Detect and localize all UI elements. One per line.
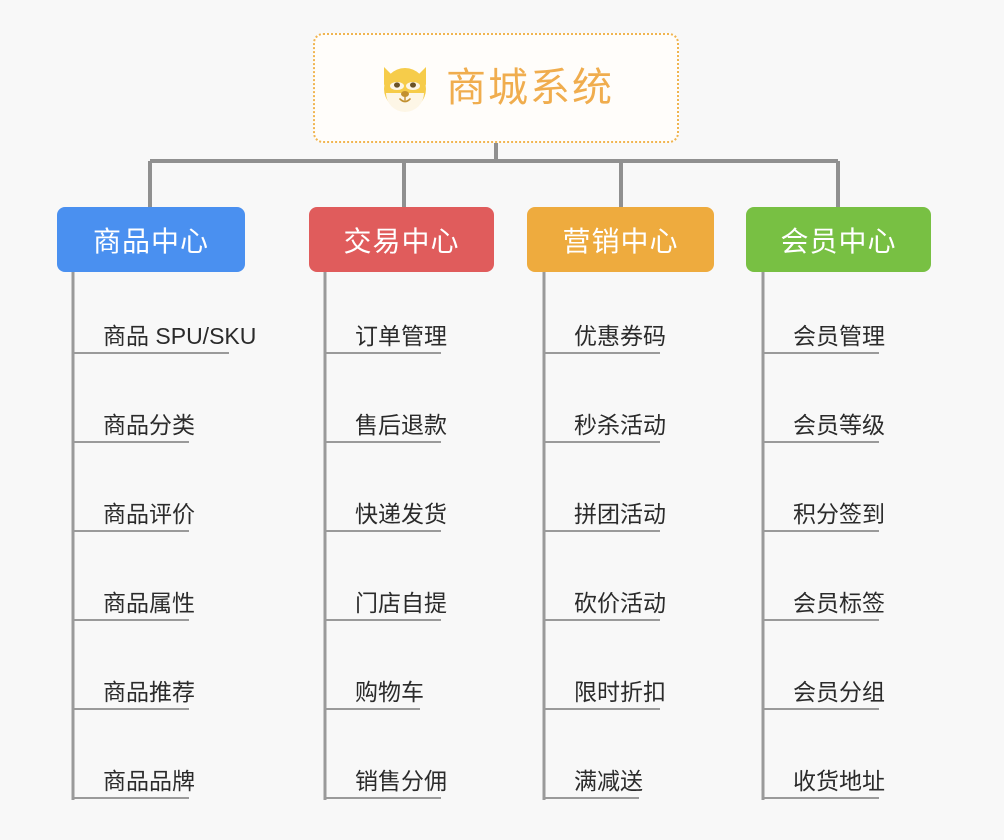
- leaf-item[interactable]: 秒杀活动: [544, 409, 666, 443]
- leaf-item[interactable]: 积分签到: [763, 498, 885, 532]
- leaf-item-label: 销售分佣: [355, 768, 447, 794]
- leaf-item[interactable]: 商品评价: [73, 498, 195, 532]
- leaf-item-label: 商品品牌: [103, 768, 195, 794]
- leaf-item-label: 商品推荐: [103, 679, 195, 705]
- leaf-item[interactable]: 门店自提: [325, 587, 447, 621]
- category-box-2[interactable]: 交易中心: [309, 207, 494, 272]
- leaf-item-label: 订单管理: [355, 323, 447, 349]
- leaf-item-label: 商品属性: [103, 590, 195, 616]
- leaf-item-label: 拼团活动: [574, 501, 666, 527]
- leaf-item-label: 购物车: [355, 679, 424, 705]
- leaf-item-label: 快递发货: [355, 501, 447, 527]
- leaf-item[interactable]: 商品 SPU/SKU: [73, 320, 256, 354]
- leaf-item-label: 秒杀活动: [574, 412, 666, 438]
- leaf-item[interactable]: 会员管理: [763, 320, 885, 354]
- leaf-item-label: 会员等级: [793, 412, 885, 438]
- leaf-item[interactable]: 快递发货: [325, 498, 447, 532]
- leaf-item[interactable]: 购物车: [325, 676, 424, 710]
- leaf-item[interactable]: 销售分佣: [325, 765, 447, 799]
- leaf-item[interactable]: 满减送: [544, 765, 643, 799]
- category-box-4[interactable]: 会员中心: [746, 207, 931, 272]
- leaf-item[interactable]: 商品分类: [73, 409, 195, 443]
- root-title: 商城系统: [446, 66, 614, 110]
- root-node[interactable]: 商城系统: [313, 33, 679, 143]
- category-box-1[interactable]: 商品中心: [57, 207, 245, 272]
- leaf-item-label: 商品 SPU/SKU: [103, 323, 257, 349]
- leaf-item[interactable]: 商品属性: [73, 587, 195, 621]
- leaf-item-label: 砍价活动: [574, 590, 666, 616]
- category-label: 商品中心: [92, 225, 209, 257]
- category-label: 交易中心: [343, 225, 460, 257]
- leaf-item[interactable]: 会员分组: [763, 676, 885, 710]
- leaf-item-label: 商品分类: [103, 412, 195, 438]
- category-label: 营销中心: [562, 225, 679, 257]
- category-box-3[interactable]: 营销中心: [527, 207, 714, 272]
- leaf-item-label: 优惠券码: [574, 323, 666, 349]
- leaf-item[interactable]: 售后退款: [325, 409, 447, 443]
- leaf-item[interactable]: 商品品牌: [73, 765, 195, 799]
- leaf-item-label: 会员管理: [793, 323, 885, 349]
- leaf-item-label: 会员标签: [793, 590, 885, 616]
- leaf-item[interactable]: 砍价活动: [544, 587, 666, 621]
- leaf-item[interactable]: 收货地址: [763, 765, 885, 799]
- leaf-item[interactable]: 限时折扣: [544, 676, 666, 710]
- leaf-item-label: 售后退款: [355, 412, 447, 438]
- leaf-item-label: 限时折扣: [574, 679, 666, 705]
- category-label: 会员中心: [780, 225, 897, 257]
- dog-face-icon: [384, 67, 426, 112]
- leaf-item-label: 积分签到: [793, 501, 885, 527]
- leaf-item[interactable]: 拼团活动: [544, 498, 666, 532]
- leaf-item-label: 会员分组: [793, 679, 885, 705]
- leaf-item-label: 收货地址: [793, 768, 885, 794]
- leaf-item-label: 满减送: [574, 768, 643, 794]
- leaf-item-label: 门店自提: [355, 590, 447, 616]
- leaf-item[interactable]: 订单管理: [325, 320, 447, 354]
- leaf-item[interactable]: 商品推荐: [73, 676, 195, 710]
- leaf-item-label: 商品评价: [103, 501, 195, 527]
- leaf-item[interactable]: 会员等级: [763, 409, 885, 443]
- leaf-item[interactable]: 优惠券码: [544, 320, 666, 354]
- leaf-item[interactable]: 会员标签: [763, 587, 885, 621]
